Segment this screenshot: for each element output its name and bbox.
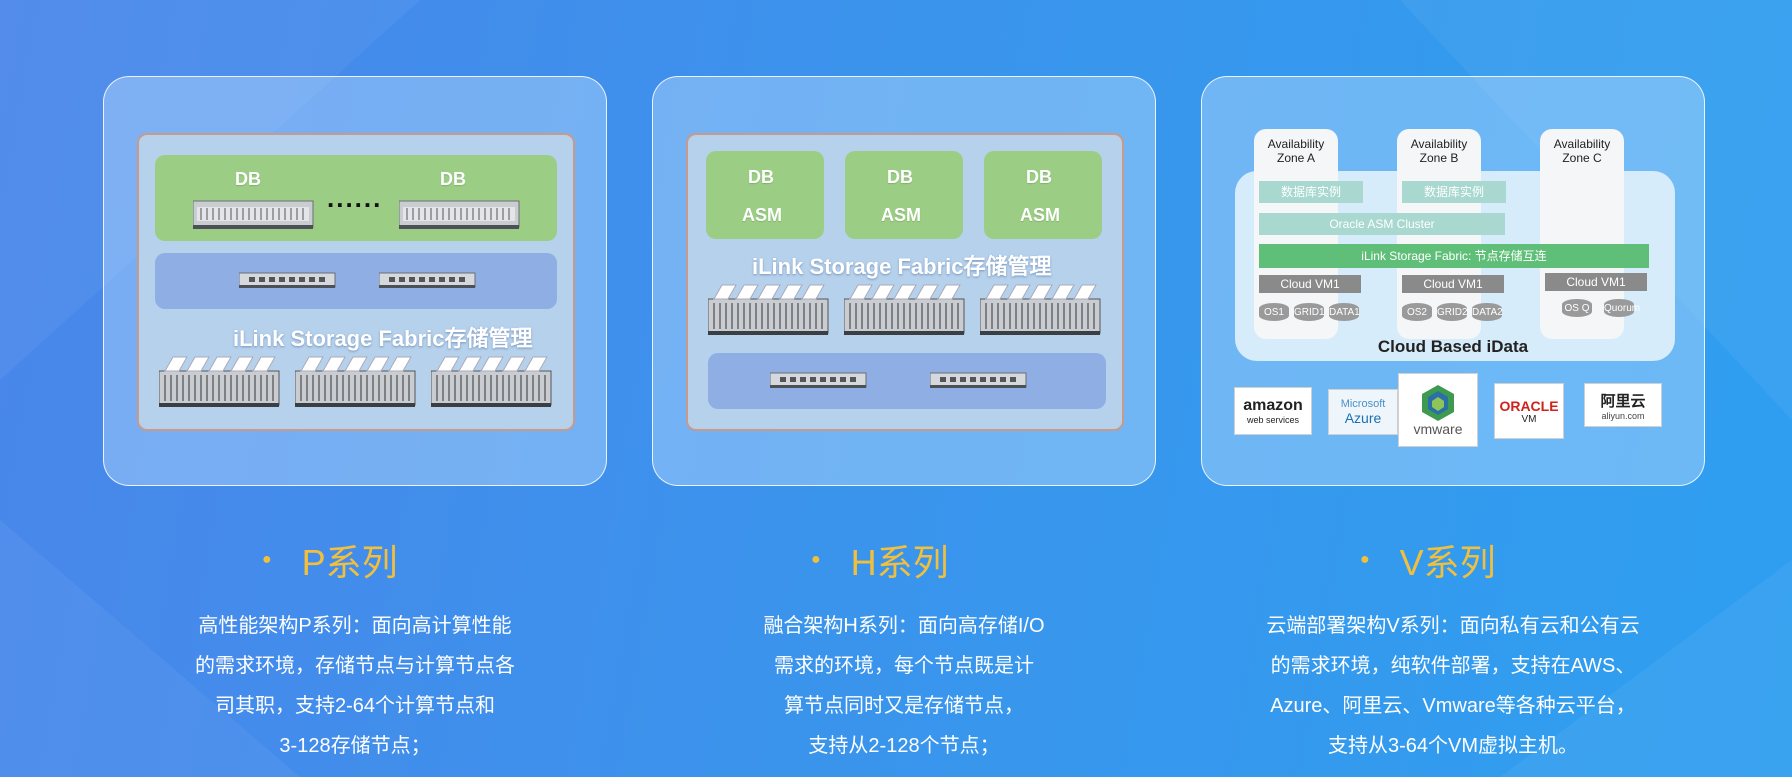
switch-band <box>155 253 557 309</box>
h-series-panel: DB ASM DB ASM DB ASM iLink Storage Fabri… <box>686 133 1124 431</box>
ellipsis-dots: ...... <box>327 183 383 213</box>
switch-icon <box>930 372 1027 389</box>
microsoft-logo-text: Microsoft <box>1340 398 1386 410</box>
description-line: 云端部署架构V系列：面向私有云和公有云 <box>1266 615 1640 637</box>
amazon-logo-text: amazon <box>1243 397 1303 414</box>
p-series-panel: DB DB ...... iLink Storage Fabric存储管理 <box>137 133 575 431</box>
storage-array-icon <box>708 284 829 336</box>
description-line: 司其职，支持2-64个计算节点和 <box>214 695 496 717</box>
disk-icon: DATA1 <box>1329 303 1360 321</box>
description-line: 3-128存储节点； <box>279 735 431 757</box>
series-title-text: V系列 <box>1399 542 1496 583</box>
vmware-hex-icon <box>1422 385 1454 421</box>
storage-array-icon <box>980 284 1101 336</box>
db-label: DB <box>748 167 774 187</box>
storage-array-icon <box>431 356 552 408</box>
zone-label: Availability Zone B <box>1410 137 1468 165</box>
description-line: 支持从2-128个节点； <box>808 735 1000 757</box>
asm-label: ASM <box>1020 205 1060 225</box>
db-label: DB <box>440 169 466 189</box>
v-series-diagram-card: Availability Zone A Availability Zone B … <box>1201 76 1705 486</box>
storage-fabric-label: iLink Storage Fabric存储管理 <box>752 254 1052 279</box>
description-line: 融合架构H系列：面向高存储I/O <box>763 615 1045 637</box>
p-series-diagram-card: DB DB ...... iLink Storage Fabric存储管理 <box>103 76 607 486</box>
zone-label: Availability Zone C <box>1553 137 1611 165</box>
storage-array-icon <box>844 284 965 336</box>
fabric-interconnect-bar: iLink Storage Fabric: 节点存储互连 <box>1259 244 1649 268</box>
h-series-diagram-card: DB ASM DB ASM DB ASM iLink Storage Fabri… <box>652 76 1156 486</box>
cloud-vm-bar: Cloud VM1 <box>1259 275 1361 293</box>
switch-band <box>708 353 1106 409</box>
h-series-description: 融合架构H系列：面向高存储I/O 需求的环境，每个节点既是计 算节点同时又是存储… <box>689 606 1119 766</box>
bullet-icon: ● <box>262 551 272 568</box>
db-server-icon <box>399 200 520 230</box>
db-server-icon <box>193 200 314 230</box>
microsoft-azure-logo: Microsoft Azure <box>1328 389 1398 435</box>
series-title-text: H系列 <box>850 542 949 583</box>
description-line: Azure、阿里云、Vmware等各种云平台， <box>1270 695 1636 717</box>
db-instance-bar: 数据库实例 <box>1402 181 1506 203</box>
switch-icon <box>239 272 336 289</box>
db-asm-node: DB ASM <box>984 151 1102 239</box>
zone-label: Availability Zone A <box>1267 137 1325 165</box>
oracle-vm-logo: ORACLE VM <box>1494 383 1564 439</box>
p-series-title: ● P系列 <box>262 535 398 585</box>
db-label: DB <box>887 167 913 187</box>
disk-icon: OS2 <box>1402 303 1432 321</box>
switch-icon <box>379 272 476 289</box>
oracle-logo-text: ORACLE <box>1499 397 1559 414</box>
asm-label: ASM <box>742 205 782 225</box>
description-line: 支持从3-64个VM虚拟主机。 <box>1327 735 1579 757</box>
aws-logo-subtext: web services <box>1246 415 1300 425</box>
switch-icon <box>770 372 867 389</box>
db-label: DB <box>1026 167 1052 187</box>
cloud-vm-bar: Cloud VM1 <box>1545 273 1647 291</box>
bullet-icon: ● <box>1360 551 1370 568</box>
storage-fabric-label: iLink Storage Fabric存储管理 <box>233 326 533 351</box>
db-instance-bar: 数据库实例 <box>1259 181 1363 203</box>
vmware-logo-text: vmware <box>1413 421 1463 437</box>
series-title-text: P系列 <box>301 542 398 583</box>
p-series-description: 高性能架构P系列：面向高计算性能 的需求环境，存储节点与计算节点各 司其职，支持… <box>140 606 570 766</box>
cloud-based-idata-label: Cloud Based iData <box>1377 337 1529 356</box>
storage-array-icon <box>295 356 416 408</box>
db-asm-node: DB ASM <box>706 151 824 239</box>
db-asm-node: DB ASM <box>845 151 963 239</box>
db-node-group: DB DB ...... <box>155 155 557 241</box>
description-line: 高性能架构P系列：面向高计算性能 <box>198 615 512 637</box>
aliyun-domain-text: aliyun.com <box>1601 410 1645 421</box>
aliyun-logo: 阿里云 aliyun.com <box>1584 383 1662 427</box>
disk-icon: GRID2 <box>1437 303 1468 321</box>
asm-cluster-bar: Oracle ASM Cluster <box>1259 213 1505 235</box>
db-label: DB <box>235 169 261 189</box>
disk-icon: DATA2 <box>1472 303 1503 321</box>
description-line: 需求的环境，每个节点既是计 <box>774 655 1034 677</box>
description-line: 的需求环境，纯软件部署，支持在AWS、 <box>1270 655 1636 677</box>
asm-label: ASM <box>881 205 921 225</box>
azure-logo-text: Azure <box>1344 410 1382 426</box>
bullet-icon: ● <box>811 551 821 568</box>
disk-icon: Quorum <box>1604 299 1640 317</box>
v-series-description: 云端部署架构V系列：面向私有云和公有云 的需求环境，纯软件部署，支持在AWS、 … <box>1238 606 1668 766</box>
aliyun-logo-text: 阿里云 <box>1600 392 1646 410</box>
oracle-vm-logo-text: VM <box>1521 413 1537 425</box>
disk-icon: OS Q <box>1562 299 1592 317</box>
storage-array-icon <box>159 356 280 408</box>
h-series-title: ● H系列 <box>811 535 949 585</box>
disk-icon: OS1 <box>1259 303 1289 321</box>
description-line: 算节点同时又是存储节点， <box>784 695 1024 717</box>
v-series-title: ● V系列 <box>1360 535 1496 585</box>
cloud-vm-bar: Cloud VM1 <box>1402 275 1504 293</box>
amazon-web-services-logo: amazon web services <box>1234 387 1312 435</box>
description-line: 的需求环境，存储节点与计算节点各 <box>195 655 515 677</box>
vmware-logo: vmware <box>1398 373 1478 447</box>
disk-icon: GRID1 <box>1294 303 1325 321</box>
